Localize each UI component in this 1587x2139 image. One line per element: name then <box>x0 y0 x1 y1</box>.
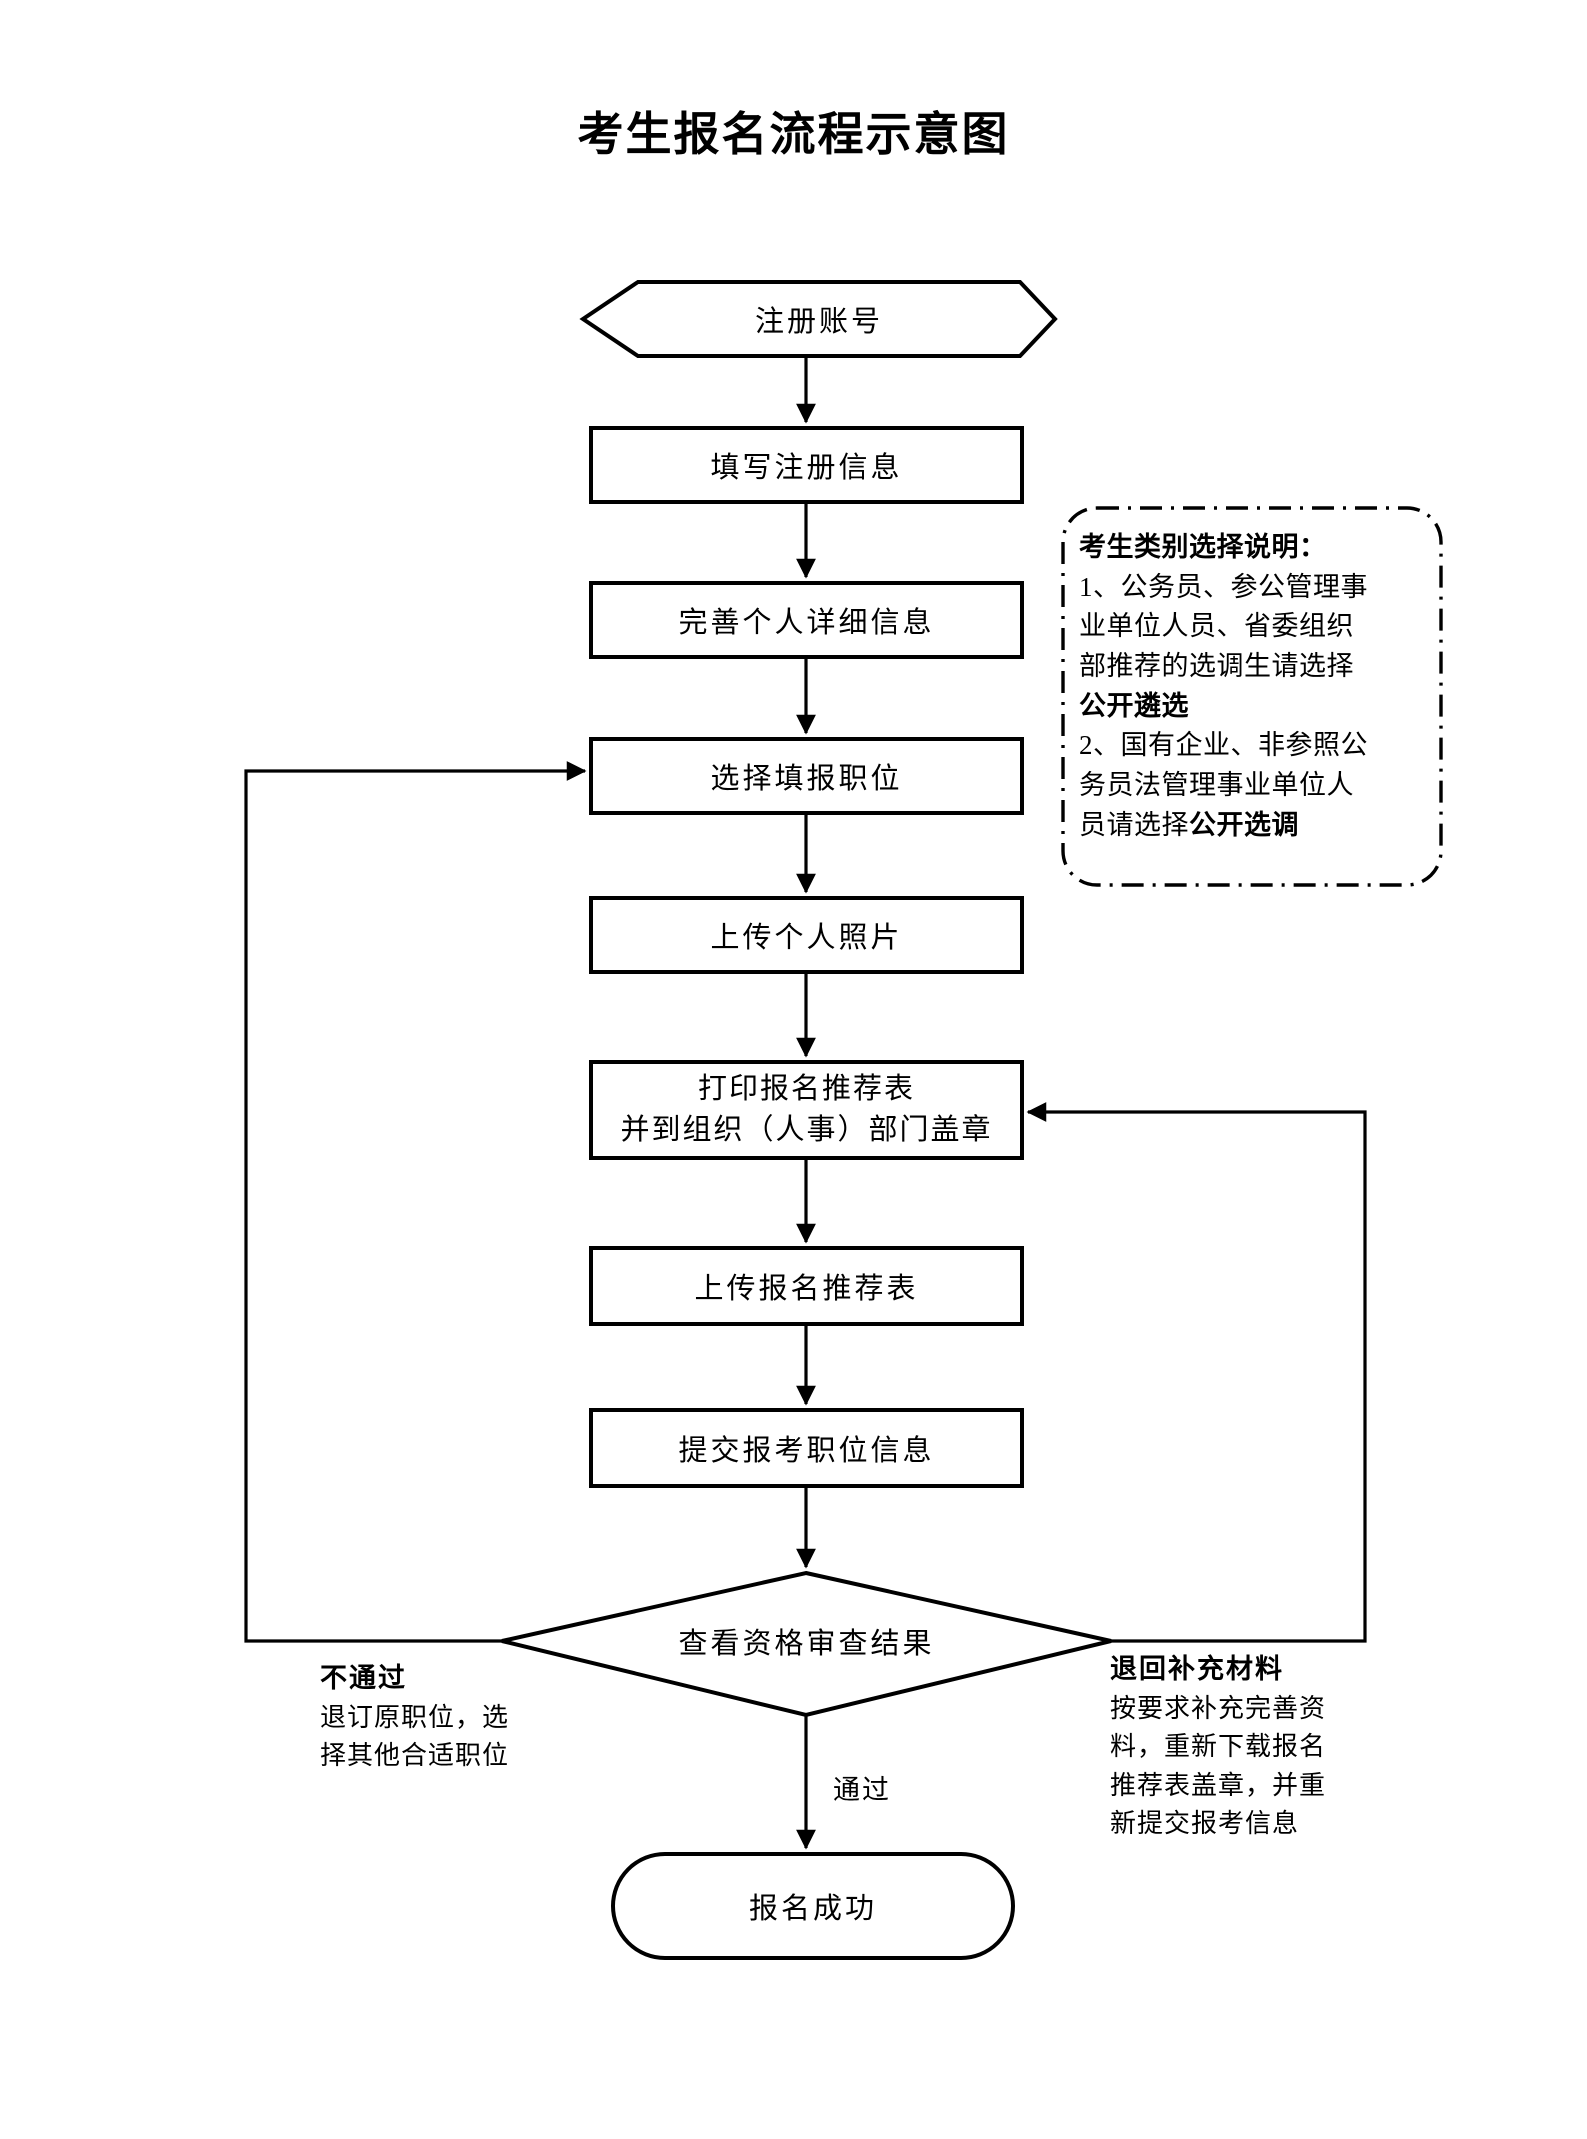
branch-returned-heading: 退回补充材料 <box>1110 1654 1284 1684</box>
branch-note-returned: 退回补充材料 按要求补充完善资 料，重新下载报名 推荐表盖章，并重 新提交报考信… <box>1110 1650 1410 1844</box>
node-label-choose-position: 选择填报职位 <box>710 763 903 795</box>
branch-fail-line2: 择其他合适职位 <box>320 1741 510 1771</box>
node-label-upload-form: 上传报名推荐表 <box>694 1273 919 1305</box>
node-label-upload-photo: 上传个人照片 <box>710 922 903 954</box>
shape-upload-form <box>589 1246 1024 1326</box>
callout-line-2: 业单位人员、省委组织 <box>1079 611 1354 642</box>
node-label-success: 报名成功 <box>748 1893 877 1925</box>
branch-returned-line4: 新提交报考信息 <box>1110 1809 1300 1839</box>
node-label-register: 注册账号 <box>754 306 883 338</box>
callout-box-border <box>1061 506 1443 887</box>
node-label-complete-personal-info: 完善个人详细信息 <box>678 607 935 639</box>
branch-returned-line3: 推荐表盖章，并重 <box>1110 1770 1327 1800</box>
connector-returned-loop <box>1026 1102 1367 1643</box>
callout-heading: 考生类别选择说明： <box>1079 532 1327 562</box>
shape-upload-photo <box>589 896 1024 974</box>
callout-emphasis-2: 公开选调 <box>1189 809 1299 840</box>
callout-note: 考生类别选择说明： 1、公务员、参公管理事 业单位人员、省委组织 部推荐的选调生… <box>1079 528 1424 846</box>
print-form-line2: 并到组织（人事）部门盖章 <box>620 1114 993 1146</box>
shape-fill-register-info <box>589 426 1024 504</box>
callout-line-1: 1、公务员、参公管理事 <box>1079 571 1368 602</box>
connector-fail-loop <box>244 761 587 1643</box>
branch-returned-line1: 按要求补充完善资 <box>1110 1693 1327 1723</box>
node-label-print-form: 打印报名推荐表 并到组织（人事）部门盖章 <box>591 1062 1022 1158</box>
node-label-submit-position-info: 提交报考职位信息 <box>678 1435 935 1467</box>
edge-label-pass: 通过 <box>833 1775 891 1805</box>
branch-fail-line1: 退订原职位，选 <box>320 1702 510 1732</box>
callout-line-5: 务员法管理事业单位人 <box>1079 770 1354 801</box>
shape-success-terminator <box>611 1852 1015 1960</box>
shape-submit-position-info <box>589 1408 1024 1488</box>
branch-returned-line2: 料，重新下载报名 <box>1110 1732 1327 1762</box>
callout-line-6-prefix: 员请选择 <box>1079 809 1189 840</box>
branch-fail-heading: 不通过 <box>320 1663 407 1693</box>
branch-note-fail: 不通过 退订原职位，选 择其他合适职位 <box>320 1659 590 1776</box>
callout-line-3: 部推荐的选调生请选择 <box>1079 651 1354 682</box>
callout-line-4: 2、国有企业、非参照公 <box>1079 730 1368 761</box>
shape-register-hexagon <box>579 280 1058 358</box>
node-label-fill-register-info: 填写注册信息 <box>710 452 903 484</box>
shape-choose-position <box>589 737 1024 815</box>
page-title: 考生报名流程示意图 <box>577 109 1010 160</box>
node-label-review-result: 查看资格审查结果 <box>678 1628 935 1660</box>
print-form-line1: 打印报名推荐表 <box>697 1072 915 1105</box>
callout-emphasis-1: 公开遴选 <box>1079 690 1189 721</box>
